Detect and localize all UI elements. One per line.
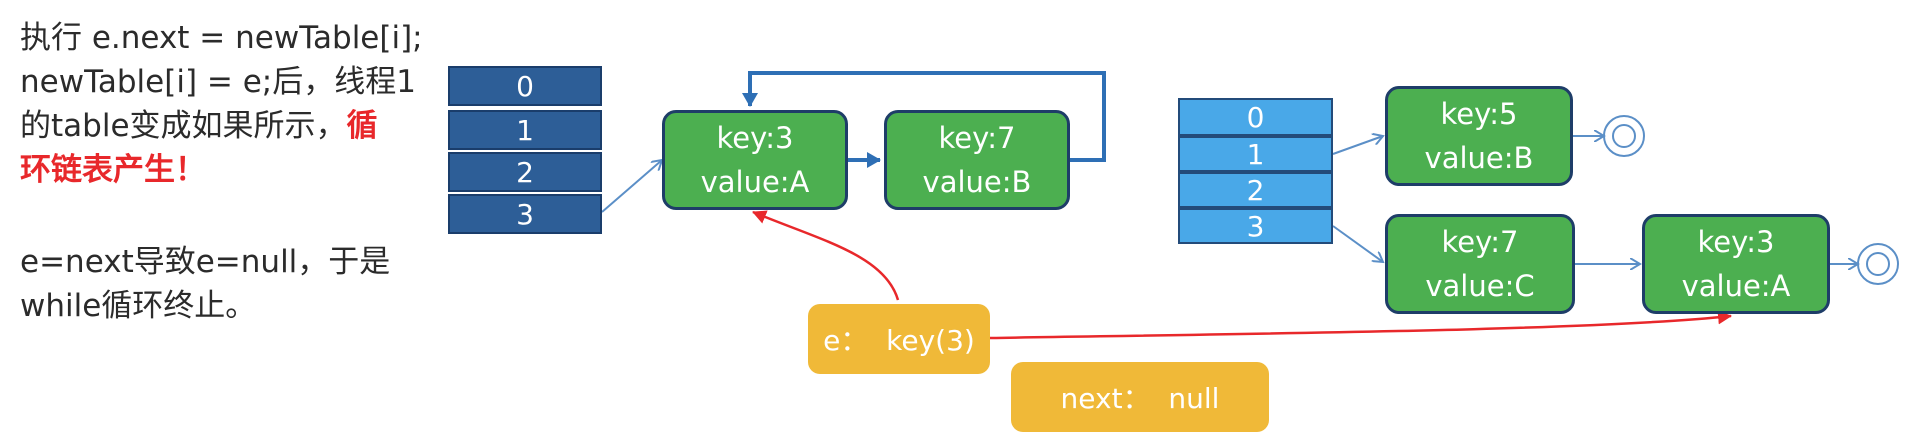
node-key: key:7 [938,121,1016,155]
node-value: value:A [1681,269,1791,303]
left-table-slot-1: 1 [448,110,602,150]
node-key: key:7 [1441,225,1519,259]
right-table-slot-3: 3 [1178,208,1333,244]
node-value: value:C [1425,269,1535,303]
arrow-e-to-left-node [752,210,900,301]
annotation-line-5: e=next导致e=null，于是 [20,244,391,280]
left-table-slot-3: 3 [448,194,602,234]
right-table-slot-1: 1 [1178,136,1333,172]
annotation-line-3: 的table变成如果所示，循 [20,104,423,148]
node-key: key:3 [716,121,794,155]
annotation-text: 执行 e.next = newTable[i]; newTable[i] = e… [20,16,423,192]
arrow-cycle-loop [742,71,1106,162]
pointer-e: e： key(3) [808,304,990,374]
annotation-highlight-start: 循 [346,108,378,144]
right-node-key3: key:3 value:A [1642,214,1830,314]
right-table-slot-0: 0 [1178,98,1333,136]
annotation-line-2: newTable[i] = e;后，线程1 [20,64,416,100]
arrow-right-slot1-to-key5 [1332,136,1383,155]
arrow-left-slot3-to-node [601,160,662,213]
annotation-line-6: while循环终止。 [20,288,257,324]
node-key: key:5 [1440,97,1518,131]
arrow-e-to-right-node [989,310,1732,340]
node-value: value:B [1424,141,1534,175]
right-node-key5: key:5 value:B [1385,86,1573,186]
right-table-slot-2: 2 [1178,172,1333,208]
annotation-line-1: 执行 e.next = newTable[i]; [20,20,423,56]
annotation-text-2: e=next导致e=null，于是 while循环终止。 [20,240,390,328]
left-node-key3: key:3 value:A [662,110,848,210]
annotation-line-3-text: 的table变成如果所示， [20,108,347,144]
node-value: value:A [700,165,810,199]
annotation-highlight-end: 环链表产生！ [20,152,206,188]
left-table-slot-2: 2 [448,152,602,192]
right-node-key7: key:7 value:C [1385,214,1575,314]
node-key: key:3 [1697,225,1775,259]
arrow-right-slot3-to-key7 [1332,225,1383,262]
pointer-next: next： null [1011,362,1269,432]
left-table-slot-0: 0 [448,66,602,106]
node-value: value:B [922,165,1032,199]
null-terminator-icon [1857,243,1899,285]
null-terminator-icon [1603,115,1645,157]
left-node-key7: key:7 value:B [884,110,1070,210]
